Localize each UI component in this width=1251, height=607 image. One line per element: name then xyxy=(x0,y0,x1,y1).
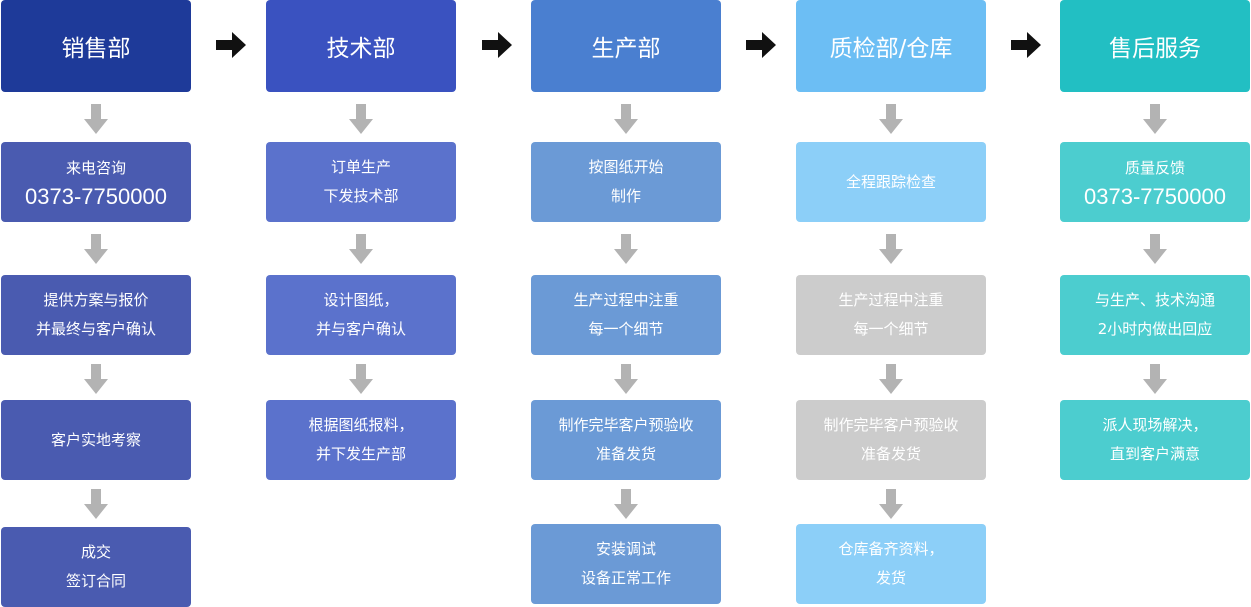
production-header: 生产部 xyxy=(531,0,721,92)
arrow-right-icon xyxy=(1011,32,1041,58)
arrow-down-icon xyxy=(614,234,638,264)
tech-step-2: 设计图纸， 并与客户确认 xyxy=(266,275,456,355)
step-text: 安装调试 xyxy=(595,540,656,558)
step-text: 直到客户满意 xyxy=(1109,445,1200,463)
phone-number: 0373-7750000 xyxy=(1084,183,1226,209)
arrow-down-icon xyxy=(614,489,638,519)
sales-step-4: 成交 签订合同 xyxy=(1,527,191,607)
qc-step-1: 全程跟踪检查 xyxy=(796,142,986,222)
step-text: 发货 xyxy=(875,569,906,587)
arrow-down-icon xyxy=(1143,364,1167,394)
arrow-down-icon xyxy=(84,104,108,134)
step-text: 生产过程中注重 xyxy=(573,291,679,309)
after-sales-step-3: 派人现场解决， 直到客户满意 xyxy=(1060,400,1250,480)
tech-title: 技术部 xyxy=(326,36,396,62)
arrow-right-icon xyxy=(216,32,246,58)
arrow-down-icon xyxy=(614,364,638,394)
arrow-down-icon xyxy=(879,104,903,134)
arrow-down-icon xyxy=(879,234,903,264)
arrow-down-icon xyxy=(84,489,108,519)
arrow-down-icon xyxy=(614,104,638,134)
step-text: 每一个细节 xyxy=(588,320,664,338)
arrow-down-icon xyxy=(879,364,903,394)
qc-step-3: 制作完毕客户预验收 准备发货 xyxy=(796,400,986,480)
step-text: 制作完毕客户预验收 xyxy=(558,416,694,434)
after-sales-title: 售后服务 xyxy=(1109,36,1201,62)
tech-step-1: 订单生产 下发技术部 xyxy=(266,142,456,222)
sales-step-1: 来电咨询 0373-7750000 xyxy=(1,142,191,222)
arrow-down-icon xyxy=(1143,234,1167,264)
step-text: 并下发生产部 xyxy=(315,445,406,463)
production-step-4: 安装调试 设备正常工作 xyxy=(531,524,721,604)
production-title: 生产部 xyxy=(591,36,661,62)
production-step-3: 制作完毕客户预验收 准备发货 xyxy=(531,400,721,480)
tech-step-3: 根据图纸报料， 并下发生产部 xyxy=(266,400,456,480)
step-text: 并与客户确认 xyxy=(315,320,406,338)
step-text: 根据图纸报料， xyxy=(308,416,414,434)
step-text: 准备发货 xyxy=(860,445,921,463)
step-text: 制作 xyxy=(610,187,641,205)
production-step-1: 按图纸开始 制作 xyxy=(531,142,721,222)
arrow-down-icon xyxy=(349,104,373,134)
arrow-right-icon xyxy=(746,32,776,58)
qc-step-4: 仓库备齐资料， 发货 xyxy=(796,524,986,604)
step-text: 每一个细节 xyxy=(853,320,929,338)
phone-number: 0373-7750000 xyxy=(25,183,167,209)
after-sales-header: 售后服务 xyxy=(1060,0,1250,92)
qc-title: 质检部/仓库 xyxy=(829,36,953,62)
qc-step-2: 生产过程中注重 每一个细节 xyxy=(796,275,986,355)
arrow-down-icon xyxy=(879,489,903,519)
qc-header: 质检部/仓库 xyxy=(796,0,986,92)
sales-step-2: 提供方案与报价 并最终与客户确认 xyxy=(1,275,191,355)
sales-step-3: 客户实地考察 xyxy=(1,400,191,480)
arrow-right-icon xyxy=(482,32,512,58)
step-text: 订单生产 xyxy=(330,158,391,176)
arrow-down-icon xyxy=(1143,104,1167,134)
arrow-down-icon xyxy=(349,234,373,264)
step-text: 与生产、技术沟通 xyxy=(1094,291,1215,309)
arrow-down-icon xyxy=(84,234,108,264)
arrow-down-icon xyxy=(349,364,373,394)
step-text: 并最终与客户确认 xyxy=(35,320,156,338)
step-text: 提供方案与报价 xyxy=(43,291,149,309)
step-text: 成交 xyxy=(80,543,111,561)
step-text: 全程跟踪检查 xyxy=(845,172,936,191)
step-text: 仓库备齐资料， xyxy=(838,540,944,558)
step-text: 客户实地考察 xyxy=(50,430,141,449)
step-text: 质量反馈 xyxy=(1124,158,1185,177)
step-text: 签订合同 xyxy=(65,572,126,590)
after-sales-step-1: 质量反馈 0373-7750000 xyxy=(1060,142,1250,222)
step-text: 生产过程中注重 xyxy=(838,291,944,309)
step-text: 设计图纸， xyxy=(323,291,399,309)
sales-title: 销售部 xyxy=(61,36,131,62)
after-sales-step-2: 与生产、技术沟通 2小时内做出回应 xyxy=(1060,275,1250,355)
step-text: 制作完毕客户预验收 xyxy=(823,416,959,434)
step-text: 2小时内做出回应 xyxy=(1097,320,1213,338)
step-text: 设备正常工作 xyxy=(580,569,671,587)
step-text: 下发技术部 xyxy=(323,187,399,205)
step-text: 来电咨询 xyxy=(65,158,126,177)
sales-header: 销售部 xyxy=(1,0,191,92)
production-step-2: 生产过程中注重 每一个细节 xyxy=(531,275,721,355)
tech-header: 技术部 xyxy=(266,0,456,92)
step-text: 派人现场解决， xyxy=(1102,416,1208,434)
arrow-down-icon xyxy=(84,364,108,394)
step-text: 按图纸开始 xyxy=(588,158,664,176)
step-text: 准备发货 xyxy=(595,445,656,463)
